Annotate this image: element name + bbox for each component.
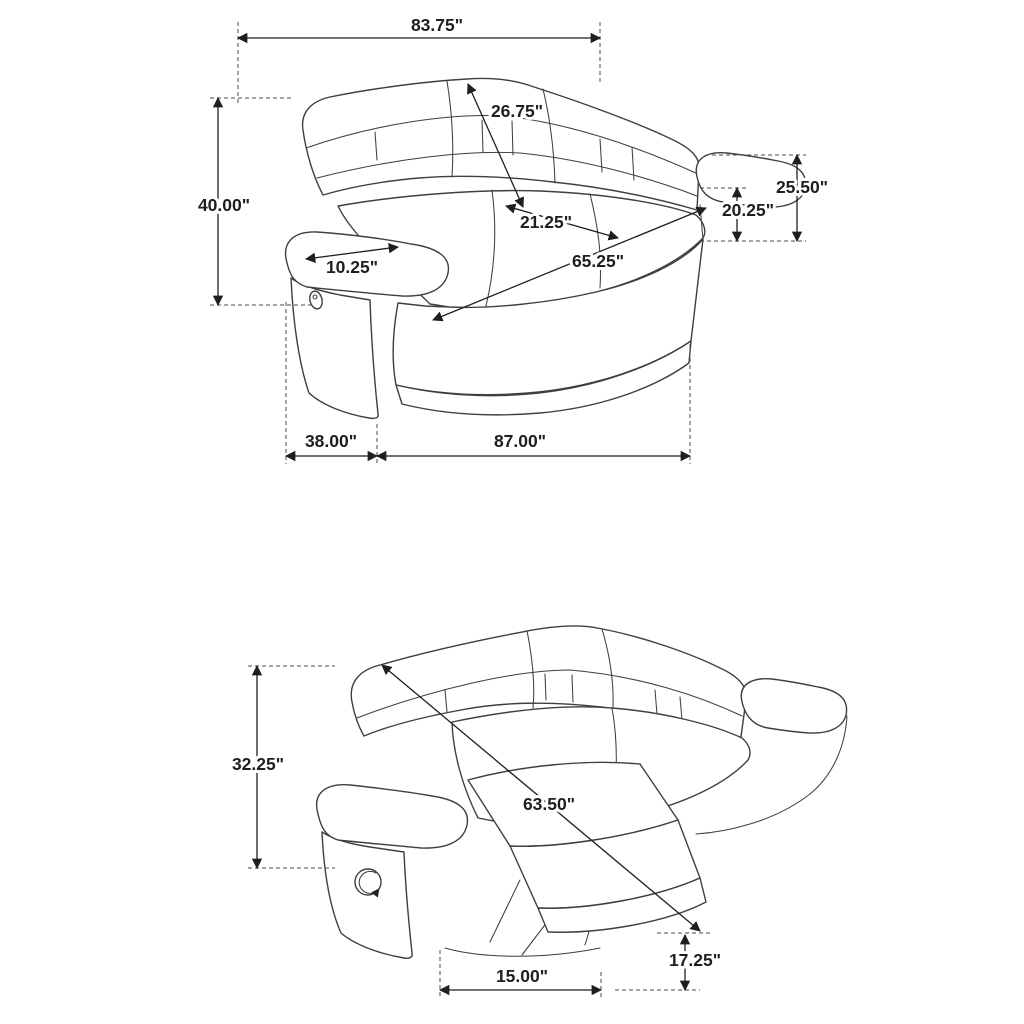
dim-overall-depth-label: 38.00" <box>305 431 357 451</box>
dim-seat-depth-label: 21.25" <box>520 212 572 232</box>
dim-back-cushion-label: 26.75" <box>491 101 543 121</box>
reclined-dimension-annotations: 32.25" 63.50" 15.00" 17.25" <box>229 664 724 999</box>
dim-footrest-base-label: 15.00" <box>496 966 548 986</box>
upright-dimension-annotations: 83.75" 40.00" 26.75" 25.50" 20.25" 10.25… <box>195 12 831 464</box>
dim-arm-height-label: 25.50" <box>776 177 828 197</box>
dim-seat-width-line <box>432 206 707 322</box>
reclined-left-armrest <box>315 784 469 849</box>
dim-seat-width-label: 65.25" <box>572 251 624 271</box>
back-seam-right <box>542 88 556 184</box>
left-arm-body <box>290 277 379 420</box>
dim-overall-width-label: 87.00" <box>494 431 546 451</box>
power-recline-button <box>309 290 323 310</box>
sofa-upright-drawing <box>284 77 807 420</box>
dim-seat-height-label: 20.25" <box>722 200 774 220</box>
dim-reclined-length-label: 63.50" <box>523 794 575 814</box>
dim-overall-height-label: 40.00" <box>198 195 250 215</box>
dim-reclined-height-label: 32.25" <box>232 754 284 774</box>
dim-reclined-length-line <box>381 664 701 932</box>
dim-back-cushion-line <box>467 83 524 208</box>
dim-arm-width-label: 10.25" <box>326 257 378 277</box>
dim-footrest-height-label: 17.25" <box>669 950 721 970</box>
reclined-right-side <box>695 715 848 835</box>
back-seam-left <box>446 80 454 178</box>
sofa-reclined-drawing <box>315 625 848 959</box>
dim-arm-width-line <box>304 243 400 263</box>
right-armrest <box>695 152 807 208</box>
recline-lever-icon <box>354 868 382 898</box>
dim-back-width-label: 83.75" <box>411 15 463 35</box>
reclined-right-armrest <box>740 678 848 734</box>
